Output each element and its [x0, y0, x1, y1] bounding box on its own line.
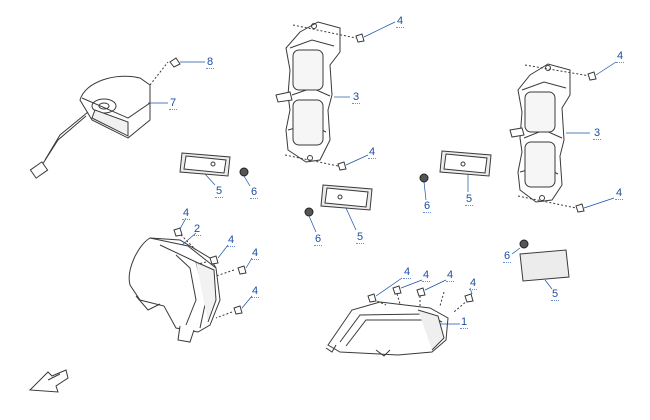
callout-label: 3 — [593, 127, 602, 140]
callout-label: 4 — [446, 269, 455, 282]
callout-5[interactable]: 5 — [551, 288, 560, 301]
callout-4[interactable]: 4 — [182, 207, 191, 220]
callout-4[interactable]: 4 — [251, 247, 260, 260]
callout-5[interactable]: 5 — [215, 185, 224, 198]
callout-label: 4 — [227, 234, 236, 247]
part-6-nut-c[interactable] — [419, 173, 429, 201]
part-4-screw-c[interactable] — [587, 61, 617, 81]
callout-label: 4 — [396, 15, 405, 28]
part-4-screw-h[interactable] — [215, 295, 253, 319]
callout-2[interactable]: 2 — [193, 223, 202, 236]
part-4-screw-j[interactable] — [392, 279, 423, 295]
part-4-screw-i[interactable] — [367, 277, 403, 303]
callout-label: 4 — [616, 50, 625, 63]
callout-label: 6 — [423, 200, 432, 213]
part-4-screw-d[interactable] — [575, 197, 615, 213]
callout-1[interactable]: 1 — [460, 316, 469, 329]
callout-7[interactable]: 7 — [169, 97, 178, 110]
callout-3[interactable]: 3 — [352, 91, 361, 104]
callout-4[interactable]: 4 — [446, 269, 455, 282]
callout-label: 1 — [460, 316, 469, 329]
callout-8[interactable]: 8 — [206, 56, 215, 69]
callout-label: 4 — [251, 285, 260, 298]
part-5-reflector-c[interactable] — [440, 151, 491, 192]
part-6-nut-b[interactable] — [304, 207, 317, 233]
callout-4[interactable]: 4 — [616, 50, 625, 63]
part-2-headlight-assembly[interactable] — [129, 232, 220, 342]
callout-label: 7 — [169, 97, 178, 110]
callout-label: 3 — [352, 91, 361, 104]
callout-label: 8 — [206, 56, 215, 69]
part-5-reflector-b[interactable] — [321, 185, 372, 231]
callout-3[interactable]: 3 — [593, 127, 602, 140]
part-4-screw-a[interactable] — [355, 21, 396, 43]
callout-4[interactable]: 4 — [615, 187, 624, 200]
part-4-screw-g[interactable] — [215, 257, 253, 277]
callout-4[interactable]: 4 — [227, 234, 236, 247]
callout-4[interactable]: 4 — [469, 277, 478, 290]
part-4-screw-b[interactable] — [337, 154, 369, 171]
callout-6[interactable]: 6 — [250, 186, 259, 199]
callout-label: 4 — [469, 277, 478, 290]
part-3-tail-light-left[interactable] — [276, 22, 356, 166]
callout-label: 2 — [193, 223, 202, 236]
part-7-rear-lamp[interactable] — [30, 62, 168, 178]
callout-6[interactable]: 6 — [503, 250, 512, 263]
part-6-nut-d[interactable] — [511, 239, 529, 255]
callout-label: 4 — [422, 269, 431, 282]
callout-4[interactable]: 4 — [422, 269, 431, 282]
callout-5[interactable]: 5 — [465, 193, 474, 206]
callout-label: 5 — [551, 288, 560, 301]
part-8-screw[interactable] — [169, 57, 205, 68]
callout-label: 4 — [182, 207, 191, 220]
callout-label: 6 — [250, 186, 259, 199]
callout-label: 5 — [465, 193, 474, 206]
callout-label: 6 — [314, 233, 323, 246]
callout-label: 4 — [615, 187, 624, 200]
callout-5[interactable]: 5 — [356, 231, 365, 244]
part-4-screw-k[interactable] — [416, 279, 447, 297]
part-5-reflector-a[interactable] — [180, 153, 230, 186]
callout-6[interactable]: 6 — [314, 233, 323, 246]
part-5-reflector-d[interactable] — [520, 250, 569, 290]
callout-6[interactable]: 6 — [423, 200, 432, 213]
callout-label: 4 — [368, 146, 377, 159]
callout-label: 4 — [251, 247, 260, 260]
part-4-screw-e[interactable] — [173, 217, 187, 237]
callout-label: 6 — [503, 250, 512, 263]
part-6-nut-a[interactable] — [239, 167, 251, 187]
part-4-screw-f[interactable] — [197, 244, 229, 265]
part-1-headlight-assembly[interactable] — [326, 290, 468, 356]
callout-label: 5 — [215, 185, 224, 198]
callout-4[interactable]: 4 — [251, 285, 260, 298]
callout-label: 4 — [403, 266, 412, 279]
part-4-screw-l[interactable] — [464, 287, 474, 303]
front-direction-arrow-icon — [28, 369, 69, 393]
callout-4[interactable]: 4 — [396, 15, 405, 28]
callout-4[interactable]: 4 — [368, 146, 377, 159]
part-3-tail-light-right[interactable] — [510, 64, 590, 208]
callout-label: 5 — [356, 231, 365, 244]
callout-4[interactable]: 4 — [403, 266, 412, 279]
